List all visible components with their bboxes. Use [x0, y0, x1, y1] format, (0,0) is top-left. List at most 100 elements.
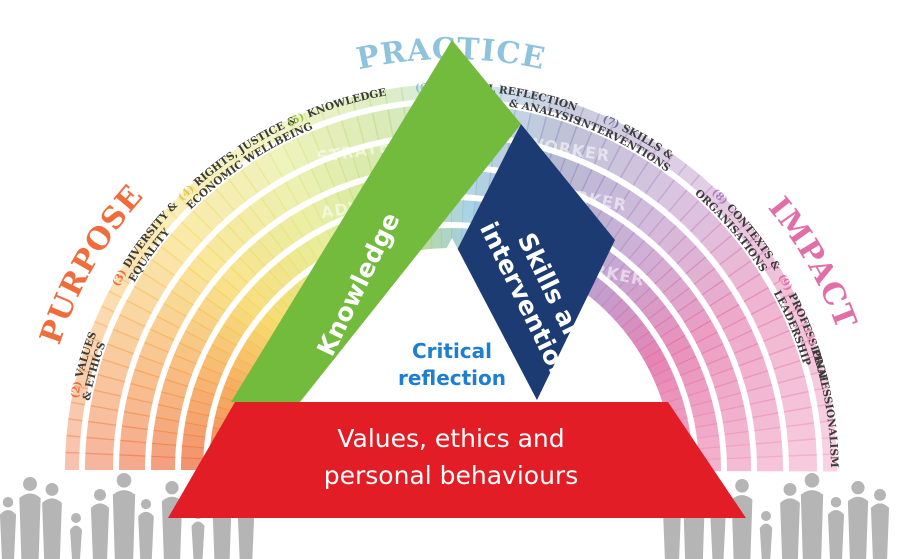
- arc-band-segment: [241, 160, 271, 194]
- arc-band-segment: [152, 429, 178, 446]
- arc-band-segment: [187, 255, 218, 284]
- arc-band-segment: [144, 220, 167, 244]
- person-head: [165, 481, 179, 495]
- arc-band-segment: [656, 179, 688, 212]
- arc-band-segment: [725, 443, 751, 460]
- arc-band-segment: [268, 144, 297, 178]
- arc-band-segment: [367, 89, 388, 107]
- arc-band-segment: [787, 438, 817, 457]
- arc-band-segment: [633, 287, 659, 312]
- arc-band-segment: [607, 145, 636, 178]
- arc-band-segment: [690, 320, 718, 344]
- arc-band-segment: [101, 290, 122, 313]
- arc-band-segment: [236, 295, 262, 319]
- arc-band-segment: [206, 344, 232, 366]
- arc-band-segment: [622, 127, 646, 149]
- arc-band-segment: [566, 126, 593, 159]
- person-body: [759, 523, 773, 559]
- person-body: [800, 490, 824, 559]
- arc-band-segment: [285, 174, 311, 205]
- arc-band-segment: [238, 248, 266, 275]
- arc-band-segment: [618, 270, 643, 296]
- arc-band-segment: [755, 248, 778, 272]
- arc-band-segment: [677, 163, 701, 186]
- arc-band-segment: [680, 366, 706, 387]
- arc-band-segment: [217, 324, 243, 346]
- arc-band-segment: [84, 452, 114, 470]
- person-body: [847, 496, 869, 559]
- arc-band-segment: [216, 152, 239, 175]
- arc-band-segment: [656, 377, 679, 395]
- critical-reflection-line-1: Critical: [412, 339, 492, 363]
- arc-band-segment: [679, 200, 711, 232]
- arc-band-segment: [538, 116, 563, 149]
- arc-band-segment: [733, 342, 764, 367]
- arc-band-segment: [654, 267, 682, 294]
- arc-band-segment: [709, 291, 740, 319]
- arc-band-segment: [671, 345, 697, 367]
- arc-band-segment: [578, 107, 601, 127]
- arc-band-segment: [728, 329, 759, 354]
- arc-band-segment: [260, 270, 285, 295]
- arc-band-segment: [201, 354, 227, 376]
- arc-band-segment: [580, 169, 606, 200]
- arc-band-segment: [173, 342, 202, 365]
- arc-band-segment: [628, 240, 655, 268]
- arc-band-segment: [726, 456, 752, 472]
- arc-band-segment: [231, 357, 255, 377]
- arc-band-segment: [86, 420, 117, 441]
- arc-band-segment: [164, 366, 192, 387]
- arc-band-segment: [676, 245, 707, 275]
- arc-band-segment: [241, 339, 265, 359]
- arc-band-segment: [371, 109, 394, 140]
- arc-band-segment: [203, 188, 235, 221]
- arc-band-segment: [244, 286, 269, 311]
- arc-band-segment: [547, 97, 569, 116]
- arc-band-segment: [637, 206, 666, 237]
- arc-band-segment: [323, 157, 348, 188]
- arc-band-segment: [179, 330, 207, 354]
- arc-band-segment: [88, 405, 119, 426]
- arc-band-segment: [720, 405, 747, 424]
- arc-band-segment: [604, 182, 631, 213]
- arc-band-segment: [693, 411, 718, 428]
- arc-band-segment: [800, 338, 820, 360]
- arc-band-segment: [794, 322, 815, 345]
- arc-band-segment: [499, 87, 520, 104]
- arc-band-segment: [268, 262, 293, 288]
- arc-band-segment: [693, 267, 724, 296]
- person-head: [874, 489, 886, 501]
- arc-band-segment: [229, 143, 253, 166]
- arc-band-segment: [722, 417, 749, 436]
- arc-band-segment: [788, 306, 809, 329]
- arc-band-segment: [160, 233, 193, 265]
- arc-band-segment: [706, 355, 734, 377]
- arc-band-segment: [236, 348, 260, 368]
- arc-band-segment: [272, 181, 300, 212]
- arc-band-segment: [783, 406, 815, 428]
- arc-band-segment: [112, 314, 146, 341]
- person-head: [2, 497, 14, 508]
- arc-band-segment: [246, 330, 270, 351]
- arc-band-segment: [788, 454, 818, 472]
- arc-band-segment: [757, 315, 790, 342]
- person-body: [70, 525, 82, 559]
- arc-band-segment: [134, 233, 157, 257]
- arc-band-segment: [190, 387, 215, 406]
- arc-band-segment: [714, 197, 737, 220]
- arc-band-segment: [289, 209, 314, 238]
- arc-band-segment: [252, 321, 276, 343]
- arc-band-segment: [213, 276, 241, 302]
- arc-band-segment: [134, 272, 167, 301]
- arc-band-segment: [475, 171, 492, 197]
- arc-band-segment: [171, 278, 201, 306]
- person-body: [19, 493, 41, 559]
- arc-band-segment: [781, 390, 812, 413]
- arc-band-segment: [178, 184, 201, 207]
- arc-band-segment: [637, 135, 660, 158]
- arc-band-segment: [130, 368, 160, 391]
- arc-band-segment: [163, 290, 194, 317]
- arc-band-segment: [351, 92, 372, 111]
- arc-band-segment: [310, 125, 337, 158]
